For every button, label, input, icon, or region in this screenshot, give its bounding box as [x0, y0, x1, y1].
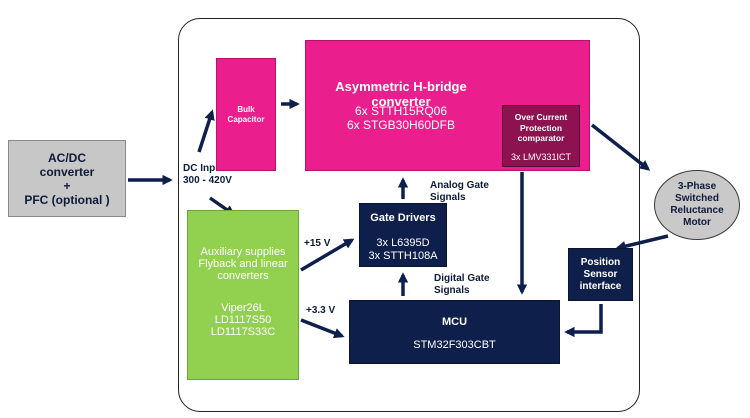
- arrow-aux-to-mcu: [300, 318, 345, 339]
- motor-line-3: Reluctance: [670, 205, 724, 216]
- auxiliary-supplies-block: Auxiliary supplies Flyback and linear co…: [187, 210, 299, 380]
- motor-line-4: Motor: [683, 217, 711, 228]
- arrow-dcbus-to-bulk: [197, 109, 215, 153]
- gate-drivers-part-2: 3x STTH108A: [368, 250, 438, 262]
- overcurrent-protection-block: Over Current Protection comparator 3x LM…: [502, 105, 580, 167]
- motor-line-2: Switched: [675, 193, 719, 204]
- arrow-position-to-mcu: [564, 304, 603, 338]
- bulk-line-2: Capacitor: [227, 114, 265, 124]
- h-bridge-title: Asymmetric H-bridge converter: [335, 79, 467, 109]
- label-15v: +15 V: [304, 238, 331, 249]
- mcu-part: STM32F303CBT: [413, 339, 496, 351]
- mcu-title: MCU: [441, 316, 468, 328]
- digital-line-2: Signals: [434, 285, 470, 296]
- arrow-aux-to-gate: [300, 238, 355, 272]
- mcu-block: MCU STM32F303CBT: [349, 300, 560, 364]
- analog-line-2: Signals: [430, 192, 466, 203]
- bulk-capacitor-block: Bulk Capacitor: [216, 58, 276, 171]
- gate-drivers-block: Gate Drivers 3x L6395D 3x STTH108A: [359, 203, 447, 267]
- aux-part-1: Viper26L: [221, 302, 265, 314]
- label-3v3: +3.3 V: [306, 305, 336, 316]
- gate-drivers-part-1: 3x L6395D: [376, 237, 430, 249]
- aux-line-1: Auxiliary supplies: [200, 246, 286, 258]
- ocp-line-1: Over Current: [514, 112, 568, 122]
- arrow-motor-to-position: [615, 234, 669, 252]
- ocp-title: Over Current Protection comparator: [503, 112, 579, 144]
- ocp-part: 3x LMV331ICT: [510, 152, 572, 162]
- aux-line-2: Flyback and linear: [198, 258, 288, 270]
- position-sensor-block: Position Sensor interface: [568, 248, 633, 301]
- dc-input-line-2: 300 - 420V: [183, 175, 232, 186]
- position-line-2: Sensor: [583, 268, 618, 280]
- acdc-line-3: +: [63, 178, 71, 193]
- label-analog-gate-signals: Analog Gate Signals: [430, 180, 489, 204]
- aux-part-3: LD1117S33C: [210, 326, 276, 338]
- ocp-line-2: Protection: [519, 122, 563, 133]
- bulk-line-1: Bulk: [237, 104, 255, 114]
- motor-line-1: 3-Phase: [677, 181, 717, 192]
- acdc-line-4: PFC (optional ): [24, 192, 110, 207]
- arrow-hbridge-to-motor: [590, 123, 651, 171]
- acdc-line-1: AC/DC: [48, 150, 86, 165]
- digital-line-1: Digital Gate: [434, 273, 490, 284]
- gate-drivers-title: Gate Drivers: [370, 212, 436, 224]
- label-digital-gate-signals: Digital Gate Signals: [434, 273, 490, 297]
- acdc-converter-block: AC/DC converter + PFC (optional ): [8, 140, 126, 217]
- h-bridge-part-2: 6x STGB30H60DFB: [346, 118, 456, 132]
- aux-part-2: LD1117S50: [214, 314, 272, 326]
- motor-block: 3-Phase Switched Reluctance Motor: [654, 170, 740, 240]
- dc-input-label: DC Input 300 - 420V: [183, 163, 232, 187]
- h-bridge-part-1: 6x STTH15RQ06: [354, 104, 448, 118]
- aux-line-3: converters: [217, 270, 269, 282]
- dc-input-line-1: DC Input: [183, 163, 225, 174]
- position-line-1: Position: [580, 256, 621, 268]
- acdc-line-2: converter: [39, 164, 95, 179]
- position-line-3: interface: [579, 280, 622, 292]
- ocp-line-3: comparator: [517, 133, 565, 143]
- analog-line-1: Analog Gate: [430, 180, 489, 191]
